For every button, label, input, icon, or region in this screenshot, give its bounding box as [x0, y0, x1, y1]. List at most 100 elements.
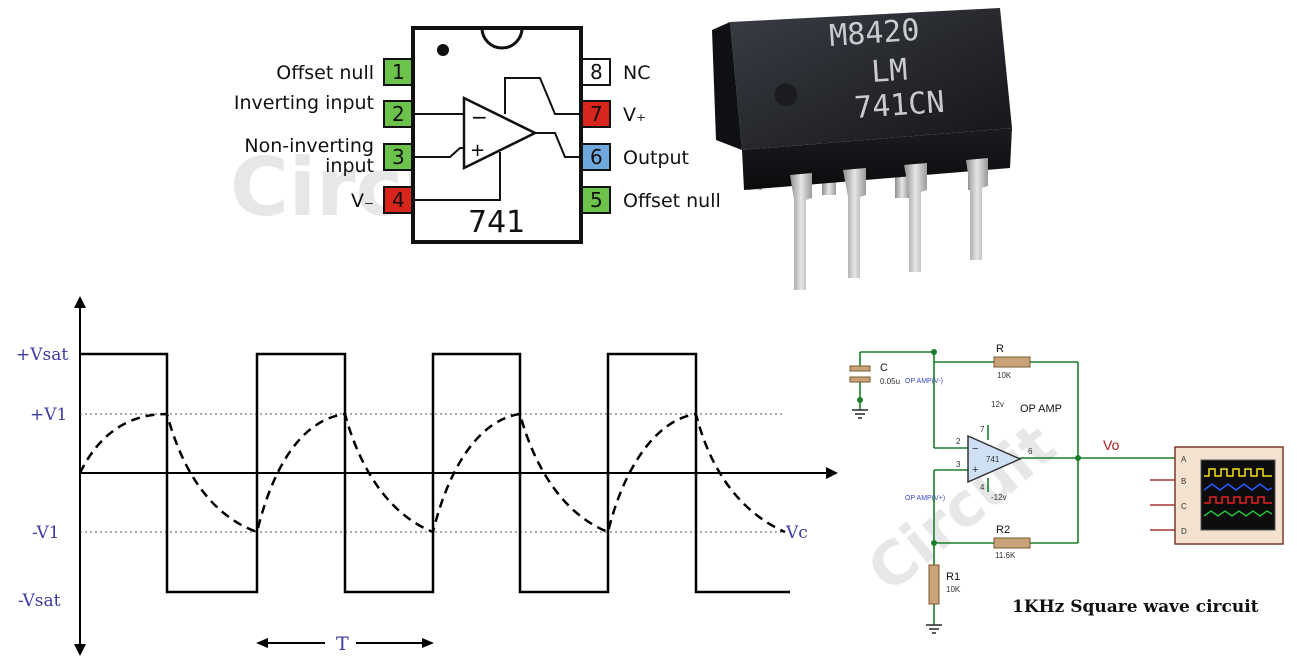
chip-marking-3: 741CN	[853, 85, 946, 126]
pin-num-6: 6	[590, 145, 603, 169]
opamp-plus: +	[470, 140, 485, 161]
opamp-symbol	[462, 95, 538, 171]
pin-num-7: 7	[590, 102, 603, 126]
opamp-minus-sign: −	[972, 443, 978, 455]
resistor-r2	[993, 537, 1031, 549]
opamp-minus: −	[471, 105, 488, 129]
resistor-r2-value: 11.6K	[995, 551, 1016, 560]
resistor-r1	[928, 564, 940, 605]
chip-dimple	[773, 82, 799, 108]
opamp-pin2: 2	[956, 437, 961, 446]
pin-label-5: Offset null	[623, 190, 721, 212]
scope-channel-b: B	[1181, 477, 1186, 486]
pin-num-3: 3	[392, 145, 405, 169]
opamp-pin3: 3	[956, 460, 961, 469]
x-axis-arrow	[826, 467, 838, 479]
pin-label-7: V₊	[623, 104, 646, 126]
chip-end	[712, 22, 742, 150]
pin-label-3: Non-inverting	[244, 135, 374, 157]
lead-vminus	[413, 152, 501, 201]
probe-pos-label: OP AMP(V+)	[905, 495, 945, 502]
resistor-r1-name: R1	[946, 571, 960, 583]
ic-notch	[480, 27, 524, 50]
capacitor-value: 0.05u	[880, 377, 900, 386]
chip-leg-front	[904, 163, 927, 272]
waveform-plot: +Vsat +V1 -V1 -Vsat Vc T	[16, 296, 838, 656]
label-vsat-pos: +Vsat	[16, 345, 68, 365]
capacitor-plate-bottom	[849, 376, 871, 383]
pin-num-1: 1	[392, 60, 405, 84]
supply-neg-label: -12v	[991, 493, 1007, 502]
opamp-title: OP AMP	[1020, 403, 1062, 415]
resistor-r1-value: 10K	[946, 585, 961, 594]
resistor-r2-name: R2	[996, 524, 1010, 536]
lead-output	[535, 132, 581, 158]
square-wave	[80, 352, 790, 594]
pin-num-8: 8	[590, 60, 603, 84]
pin-box-6	[581, 143, 611, 171]
ic-label: 741	[468, 205, 525, 240]
pin-box-3	[383, 143, 413, 171]
schematic-opamp	[967, 434, 1022, 484]
pin-label-4: V₋	[351, 190, 374, 212]
ic-body	[411, 26, 583, 244]
label-period: T	[336, 633, 349, 655]
opamp-pin4: 4	[980, 483, 985, 492]
opamp-part: 741	[986, 455, 1000, 464]
chip-leg-front	[966, 158, 988, 260]
scope-channel-d: D	[1181, 527, 1187, 536]
period-arrow-left-head	[256, 638, 268, 648]
chip-leg-front	[843, 168, 866, 278]
chip-photo: M8420 LM 741CN	[712, 8, 1012, 290]
capacitor-name: C	[880, 362, 888, 374]
label-vsat-neg: -Vsat	[18, 591, 61, 611]
scope-trace-a	[1204, 468, 1272, 477]
scope-channel-c: C	[1181, 502, 1187, 511]
scope-trace-c	[1204, 496, 1272, 504]
opamp-plus-sign: +	[972, 464, 978, 476]
watermark-text-schematic: Circuit	[855, 410, 1070, 606]
pin-box-5	[581, 186, 611, 214]
y-axis-arrow-up	[74, 296, 86, 308]
resistor-r-value: 10K	[997, 371, 1012, 380]
junction-dot-output	[1075, 455, 1081, 461]
label-v1-pos: +V1	[30, 405, 67, 425]
output-label: Vo	[1103, 437, 1120, 453]
scope-channel-a: A	[1181, 455, 1187, 464]
pinout-diagram: − + 741 1 Offset null 2 Inverting input …	[234, 26, 721, 244]
junction-dot	[931, 349, 937, 355]
pin-box-1	[383, 58, 413, 86]
oscilloscope-screen	[1200, 459, 1276, 531]
pin-box-7	[581, 100, 611, 128]
schematic-components: C 0.05u R 10K R2 11.6K R1 10K − + 741 OP…	[849, 343, 1284, 617]
pin-label-1: Offset null	[276, 62, 374, 84]
pin-num-4: 4	[392, 188, 405, 212]
opamp-pin7: 7	[980, 425, 985, 434]
chip-leg-front	[790, 173, 812, 290]
scope-trace-b	[1203, 483, 1273, 491]
opamp-pin6: 6	[1028, 447, 1033, 456]
period-arrow-right-head	[422, 638, 434, 648]
supply-pos-label: 12v	[991, 400, 1004, 409]
lead-vplus	[504, 77, 581, 115]
pin-num-5: 5	[590, 188, 603, 212]
label-v1-neg: -V1	[32, 523, 60, 543]
pin-label-8: NC	[623, 62, 650, 84]
label-vc: Vc	[785, 523, 808, 543]
capacitor-voltage-curve	[78, 412, 786, 534]
chip-marking-2: LM	[870, 53, 908, 90]
schematic	[852, 351, 1175, 634]
resistor-r-name: R	[996, 343, 1004, 355]
lead-noninverting	[413, 147, 464, 158]
chip-marking-1: M8420	[828, 13, 921, 54]
pin-label-2: Inverting input	[234, 92, 374, 114]
pin-label-6: Output	[623, 147, 689, 169]
junction-dot	[857, 397, 863, 403]
junction-dot-r2	[931, 540, 937, 546]
schematic-caption: 1KHz Square wave circuit	[1012, 597, 1259, 617]
pin-num-2: 2	[392, 102, 405, 126]
pin-label-3b: input	[325, 155, 374, 177]
resistor-r	[993, 356, 1031, 368]
scope-trace-d	[1203, 510, 1273, 517]
